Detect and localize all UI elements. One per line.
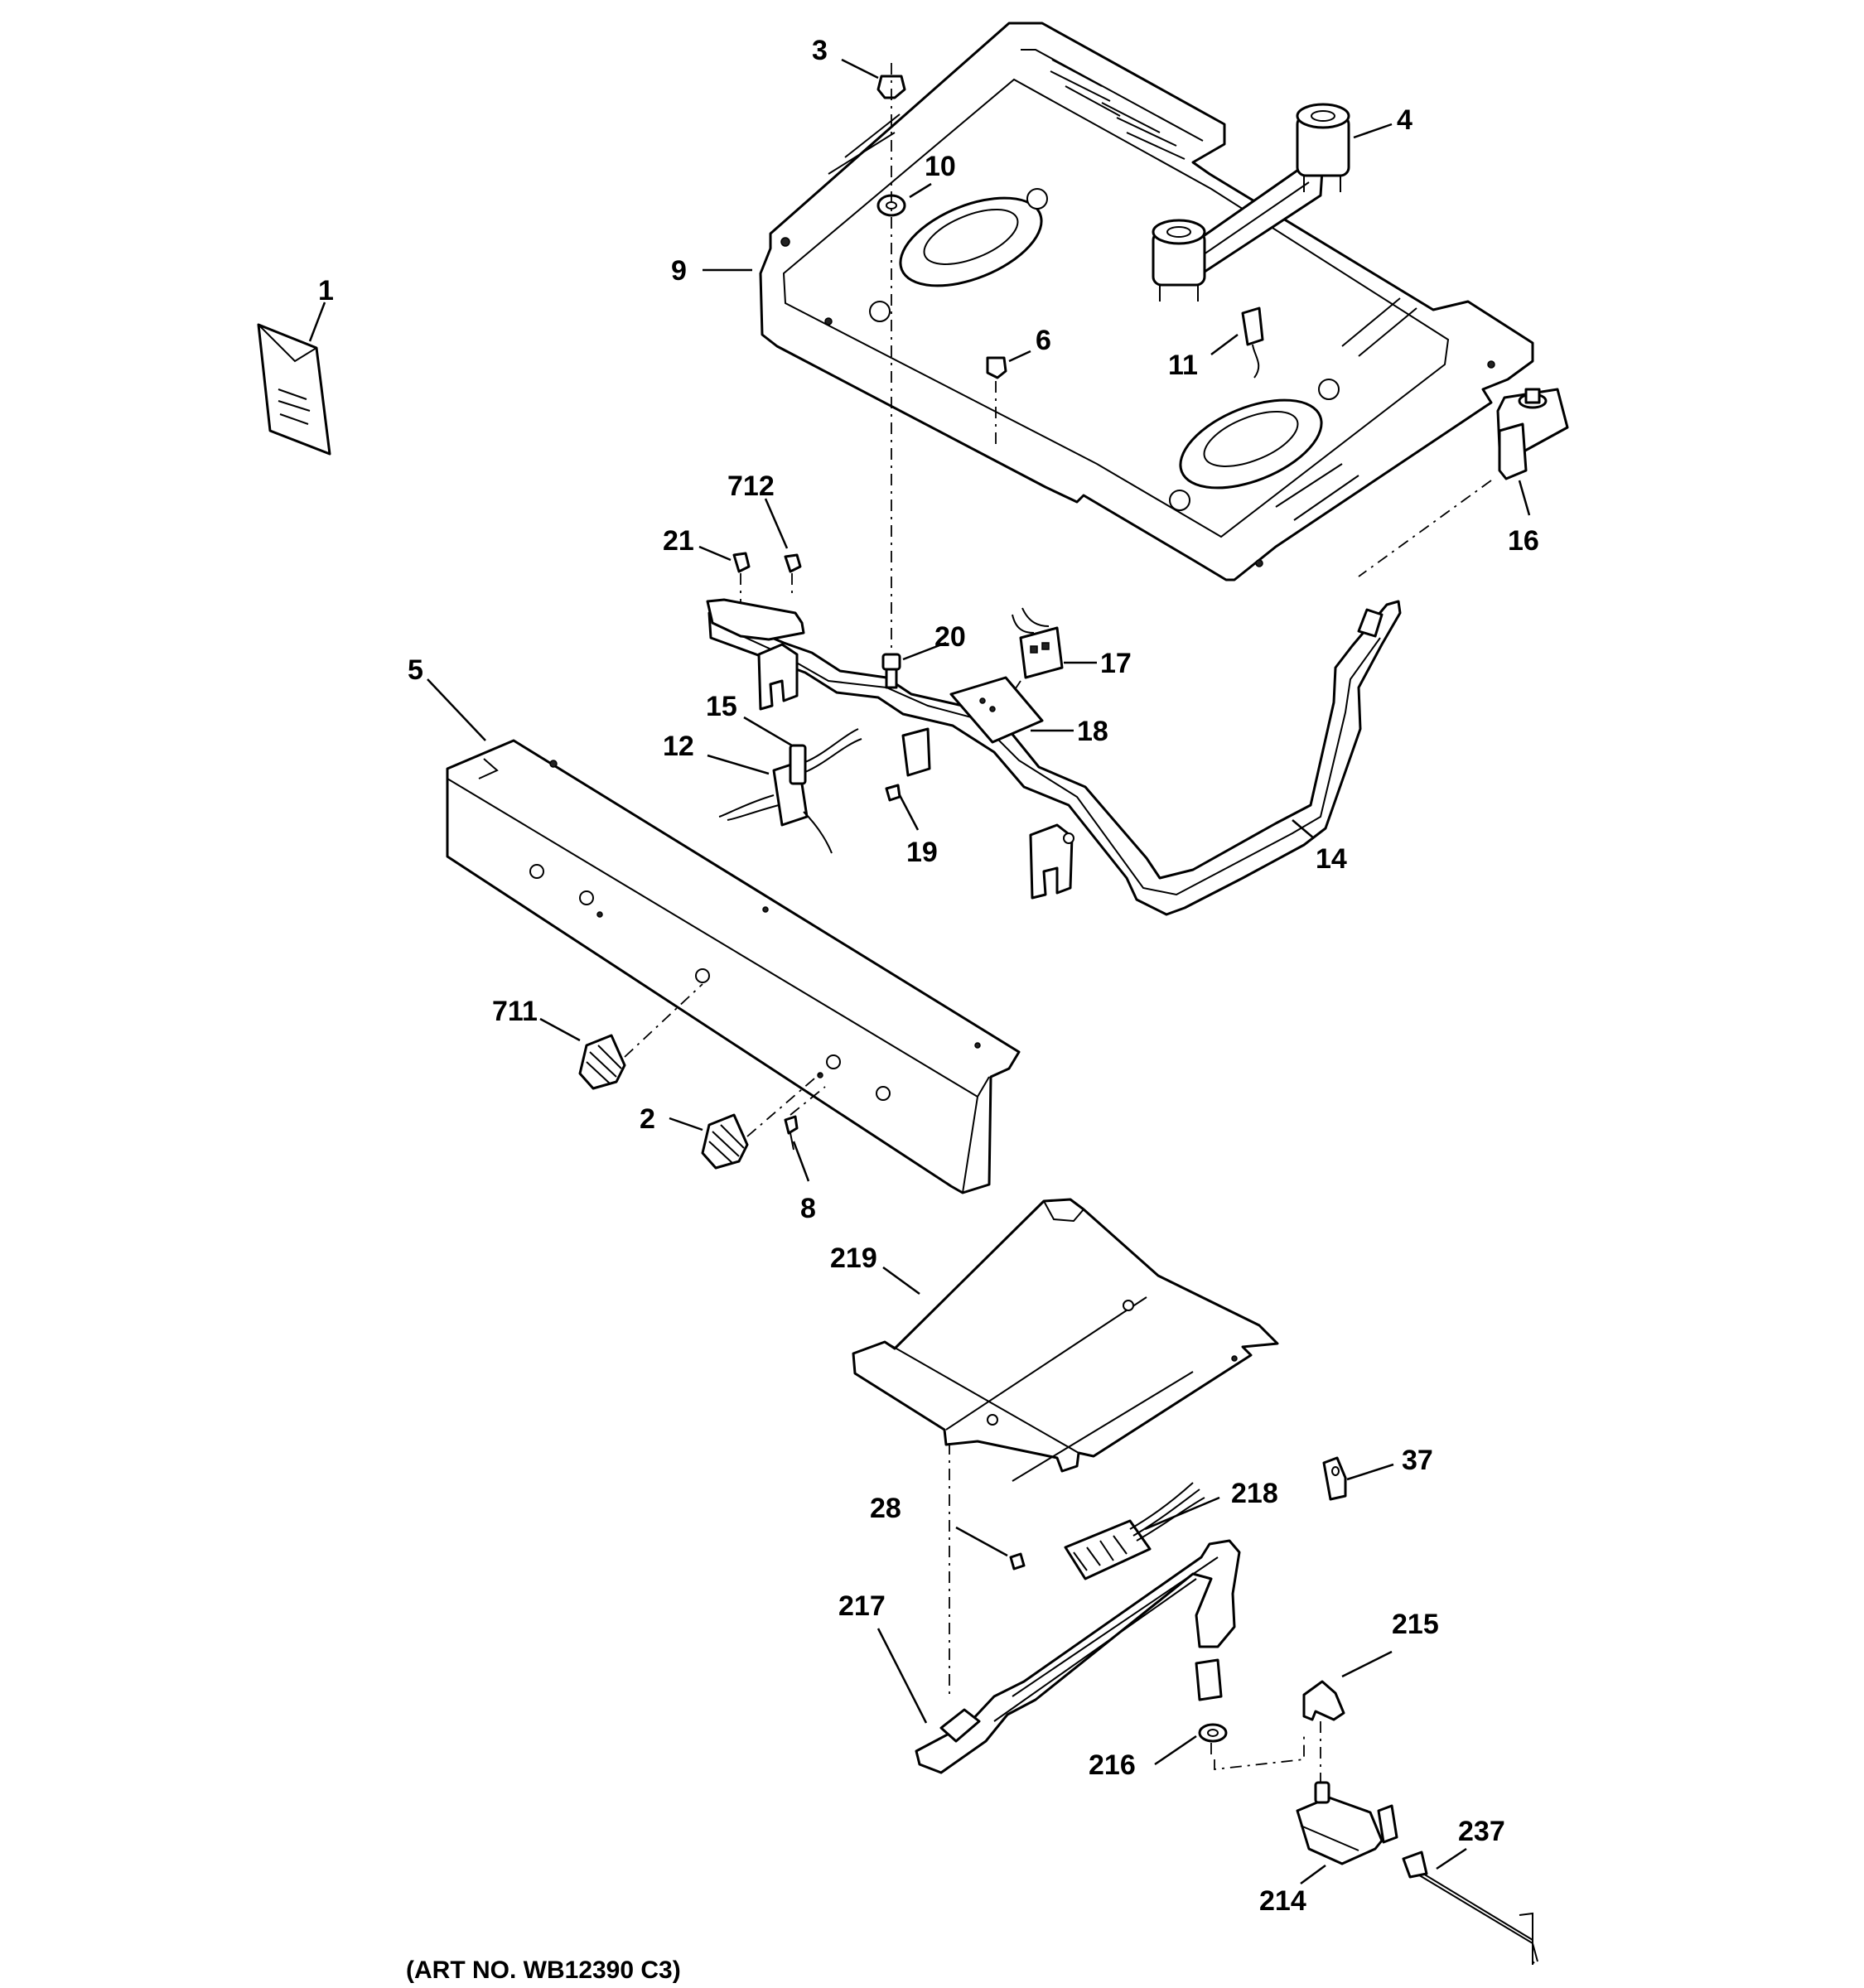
callout-237: 237 — [1458, 1816, 1505, 1847]
callout-8: 8 — [800, 1193, 816, 1224]
part-28-screw — [955, 1526, 1026, 1571]
callout-6: 6 — [1036, 325, 1051, 356]
callout-9: 9 — [671, 255, 687, 287]
part-237-tube — [1402, 1847, 1538, 1965]
callout-218: 218 — [1231, 1478, 1278, 1509]
callout-1: 1 — [318, 275, 334, 306]
callout-14: 14 — [1316, 843, 1347, 875]
callout-15: 15 — [706, 691, 737, 722]
art-number: (ART NO. WB12390 C3) — [406, 1957, 681, 1984]
part-19-screw — [885, 727, 931, 831]
callout-4: 4 — [1397, 104, 1412, 136]
part-20-screw — [881, 641, 947, 689]
part-4-burner-assembly — [1152, 103, 1393, 302]
callout-20: 20 — [934, 621, 966, 653]
part-16-pressure-regulator — [1496, 388, 1569, 516]
callout-216: 216 — [1089, 1749, 1136, 1781]
part-17-ignition-switch — [1012, 607, 1097, 679]
callout-2: 2 — [640, 1103, 655, 1135]
part-712-screw — [764, 498, 802, 573]
callout-16: 16 — [1508, 525, 1539, 557]
part-216-orifice — [1154, 1658, 1228, 1766]
callout-19: 19 — [906, 837, 938, 868]
part-8-screw — [784, 1115, 810, 1182]
part-218-ignitor — [1064, 1482, 1220, 1580]
callout-17: 17 — [1100, 648, 1132, 679]
callout-21: 21 — [663, 525, 694, 557]
callout-3: 3 — [812, 35, 828, 66]
part-18-module-plate — [949, 676, 1074, 744]
callout-711: 711 — [492, 996, 538, 1027]
part-217-oven-burner — [876, 1539, 1241, 1774]
callout-217: 217 — [838, 1590, 886, 1622]
part-3-screw — [841, 58, 906, 99]
callout-214: 214 — [1259, 1885, 1306, 1917]
callout-10: 10 — [925, 151, 956, 182]
callout-11: 11 — [1168, 350, 1198, 381]
part-12-switch — [707, 754, 833, 854]
part-5-control-panel — [427, 678, 1021, 1194]
callout-5: 5 — [408, 654, 423, 686]
callout-219: 219 — [830, 1242, 877, 1274]
callout-37: 37 — [1402, 1445, 1433, 1476]
part-37-bracket — [1322, 1456, 1394, 1501]
callout-18: 18 — [1077, 716, 1108, 747]
part-6-screw — [986, 350, 1031, 379]
part-215-bracket — [1302, 1650, 1393, 1721]
part-15-valve — [743, 716, 862, 785]
part-9-burner-box — [703, 22, 1534, 581]
bracket — [706, 598, 805, 641]
callout-712: 712 — [727, 470, 775, 502]
part-1-envelope — [257, 302, 331, 456]
callout-12: 12 — [663, 731, 694, 762]
part-219-shield — [852, 1198, 1279, 1482]
callout-labels: 1 3 4 10 9 6 11 16 712 21 20 17 5 15 18 … — [318, 35, 1539, 1917]
part-711-knob — [539, 1017, 626, 1090]
part-21-screw — [698, 545, 751, 573]
callout-28: 28 — [870, 1493, 901, 1524]
callout-215: 215 — [1392, 1609, 1439, 1640]
part-214-safety-valve — [1296, 1781, 1398, 1885]
part-11-electrode — [1210, 306, 1264, 379]
part-2-knob — [669, 1113, 749, 1170]
